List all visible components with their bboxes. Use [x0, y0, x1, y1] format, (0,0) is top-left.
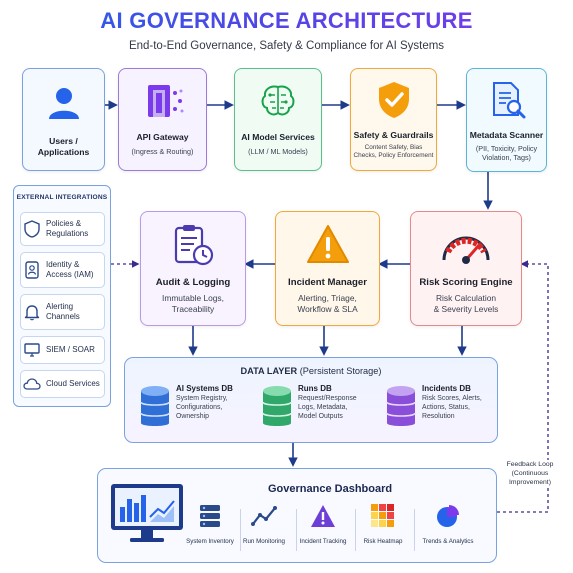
incidents-db[interactable]: Incidents DB Risk Scores, Alerts, Action…: [385, 384, 482, 430]
line-chart-icon: [251, 506, 277, 526]
api-gateway-label: API Gateway: [136, 132, 189, 142]
shield-check-icon: [378, 82, 409, 118]
bell-icon: [21, 303, 43, 321]
external-integrations-panel: EXTERNAL INTEGRATIONS Policies & Regulat…: [13, 185, 111, 407]
tile-incident-tracking[interactable]: Incident Tracking: [294, 503, 352, 545]
ext-item-label: Policies & Regulations: [46, 219, 89, 238]
users-applications-box[interactable]: Users / Applications: [22, 68, 105, 171]
api-gateway-box[interactable]: API Gateway (Ingress & Routing): [118, 68, 207, 171]
ext-item-siem[interactable]: SIEM / SOAR: [20, 336, 105, 364]
shield-icon: [21, 220, 43, 238]
tile-label: Trends & Analytics: [422, 538, 474, 545]
incident-manager-sub: Alerting, Triage, Workflow & SLA: [297, 293, 358, 315]
feedback-loop-line: [497, 260, 549, 513]
ai-model-services-sub: (LLM / ML Models): [248, 146, 308, 156]
tile-risk-heatmap[interactable]: Risk Heatmap: [354, 503, 412, 545]
data-layer-panel: DATA LAYER (Persistent Storage) AI Syste…: [124, 357, 498, 443]
runs-db[interactable]: Runs DB Request/Response Logs, Metadata,…: [261, 384, 357, 430]
database-icon: [386, 386, 416, 426]
api-gateway-sub: (Ingress & Routing): [131, 146, 194, 156]
db-name: Runs DB: [298, 384, 332, 393]
gauge-icon: [442, 236, 490, 264]
metadata-scanner-sub: (PII, Toxicity, Policy Violation, Tags): [475, 143, 538, 163]
warning-icon: [306, 225, 349, 263]
tile-trends-analytics[interactable]: Trends & Analytics: [416, 503, 480, 545]
ext-item-policies[interactable]: Policies & Regulations: [20, 212, 105, 246]
ext-item-iam[interactable]: Identity & Access (IAM): [20, 252, 105, 288]
cloud-icon: [21, 378, 43, 390]
ai-systems-db[interactable]: AI Systems DB System Registry, Configura…: [139, 384, 233, 430]
alert-triangle-icon: [311, 505, 335, 527]
external-integrations-title: EXTERNAL INTEGRATIONS: [16, 194, 108, 201]
divider: [296, 509, 297, 551]
brain-icon: [261, 85, 295, 116]
feedback-loop-label: Feedback Loop (Continuous Improvement): [500, 460, 560, 488]
pie-chart-icon: [437, 505, 459, 527]
db-name: Incidents DB: [422, 384, 471, 393]
id-card-icon: [21, 261, 43, 279]
divider: [414, 509, 415, 551]
governance-dashboard-panel: Governance Dashboard System Inventory Ru…: [97, 468, 497, 563]
ext-item-label: SIEM / SOAR: [46, 345, 95, 354]
heatmap-icon: [371, 504, 394, 527]
user-icon: [48, 88, 79, 119]
monitor-icon: [21, 343, 43, 357]
tile-label: System Inventory: [186, 538, 234, 545]
tile-label: Incident Tracking: [299, 538, 347, 545]
database-icon: [262, 386, 292, 426]
ext-item-label: Identity & Access (IAM): [46, 260, 94, 279]
metadata-scanner-box[interactable]: Metadata Scanner (PII, Toxicity, Policy …: [466, 68, 547, 172]
db-name: AI Systems DB: [176, 384, 233, 393]
divider: [355, 509, 356, 551]
safety-guardrails-label: Safety & Guardrails: [353, 130, 434, 140]
ext-item-label: Alerting Channels: [46, 302, 80, 321]
ext-item-cloud[interactable]: Cloud Services: [20, 370, 105, 398]
audit-logging-label: Audit & Logging: [155, 277, 231, 288]
tile-run-monitoring[interactable]: Run Monitoring: [235, 503, 293, 545]
users-applications-label: Users / Applications: [37, 136, 90, 157]
tile-system-inventory[interactable]: System Inventory: [181, 503, 239, 545]
incident-manager-label: Incident Manager: [288, 277, 367, 288]
database-icon: [140, 386, 170, 426]
audit-logging-box[interactable]: Audit & Logging Immutable Logs, Traceabi…: [140, 211, 246, 326]
ext-item-label: Cloud Services: [46, 379, 100, 388]
document-search-icon: [492, 82, 525, 119]
page-subtitle: End-to-End Governance, Safety & Complian…: [128, 40, 445, 52]
page-title: AI GOVERNANCE ARCHITECTURE: [0, 8, 573, 34]
audit-logging-sub: Immutable Logs, Traceability: [162, 293, 224, 315]
tile-label: Risk Heatmap: [363, 538, 403, 545]
db-desc: System Registry, Configurations, Ownersh…: [176, 395, 228, 420]
db-desc: Request/Response Logs, Metadata, Model O…: [298, 395, 357, 420]
ext-item-alerting[interactable]: Alerting Channels: [20, 294, 105, 330]
safety-guardrails-box[interactable]: Safety & Guardrails Content Safety, Bias…: [350, 68, 437, 171]
divider: [240, 509, 241, 551]
server-icon: [200, 505, 220, 527]
ai-model-services-label: AI Model Services: [241, 132, 315, 142]
dashboard-title: Governance Dashboard: [268, 483, 393, 495]
safety-guardrails-sub: Content Safety, Bias Checks, Policy Enfo…: [353, 143, 434, 160]
gateway-icon: [147, 85, 183, 117]
incident-manager-box[interactable]: Incident Manager Alerting, Triage, Workf…: [275, 211, 380, 326]
dashboard-monitor-icon: [111, 484, 183, 542]
risk-scoring-engine-box[interactable]: Risk Scoring Engine Risk Calculation & S…: [410, 211, 522, 326]
data-layer-title: DATA LAYER (Persistent Storage): [240, 366, 382, 376]
tile-label: Run Monitoring: [243, 538, 285, 545]
risk-scoring-engine-sub: Risk Calculation & Severity Levels: [433, 293, 499, 315]
clipboard-clock-icon: [174, 225, 214, 266]
db-desc: Risk Scores, Alerts, Actions, Status, Re…: [422, 395, 482, 420]
ai-model-services-box[interactable]: AI Model Services (LLM / ML Models): [234, 68, 322, 171]
risk-scoring-engine-label: Risk Scoring Engine: [419, 277, 513, 288]
metadata-scanner-label: Metadata Scanner: [469, 130, 544, 140]
